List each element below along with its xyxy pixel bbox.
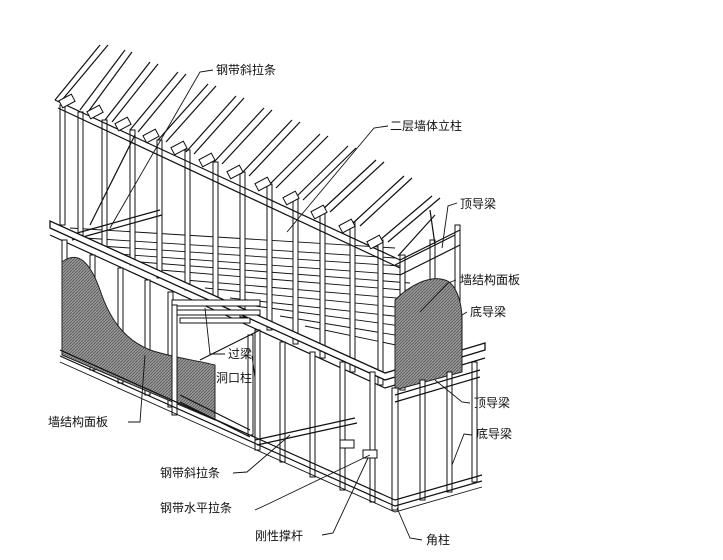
label-steel-strap-brace-bottom: 钢带斜拉条 — [160, 465, 220, 480]
label-rigid-blocking: 刚性撑杆 — [255, 528, 303, 543]
leader-opening-stud — [251, 355, 256, 379]
labels: 钢带斜拉条 二层墙体立柱 顶导梁 墙结构面板 底导梁 过梁 洞口柱 顶导梁 墙结… — [48, 62, 520, 547]
label-second-floor-stud: 二层墙体立柱 — [390, 118, 462, 133]
leader-header — [204, 307, 225, 355]
label-wall-sheathing-right: 墙结构面板 — [460, 272, 520, 287]
leader-bottom-track-lower — [451, 433, 473, 466]
label-bottom-track-lower: 底导梁 — [476, 426, 512, 441]
leader-lines — [109, 69, 473, 541]
leader-wall-sheathing-left — [128, 354, 146, 423]
label-top-track-upper: 顶导梁 — [460, 196, 496, 211]
label-header: 过梁 — [228, 346, 252, 361]
leader-top-track-lower — [434, 379, 471, 404]
leader-steel-strap-horizontal — [254, 454, 371, 511]
leader-wall-sheathing-right — [419, 279, 457, 313]
leader-second-floor-stud — [286, 125, 389, 233]
leader-corner-post — [396, 507, 423, 541]
leader-bottom-track-upper — [461, 311, 468, 350]
lower-left-sheathing — [61, 256, 216, 421]
bottom-track — [59, 349, 483, 513]
upper-steel-strap-brace — [69, 134, 163, 241]
window-opening — [171, 299, 261, 438]
second-floor-studs — [59, 104, 461, 391]
label-wall-sheathing-left: 墙结构面板 — [48, 414, 108, 429]
lower-steel-straps — [199, 329, 358, 446]
label-bottom-track-upper: 底导梁 — [470, 304, 506, 319]
leader-steel-strap-bottom — [232, 434, 291, 474]
leader-rigid-blocking — [321, 457, 369, 536]
first-floor-studs — [61, 239, 478, 511]
label-top-track-lower: 顶导梁 — [474, 395, 510, 410]
label-steel-strap-horizontal: 钢带水平拉条 — [160, 500, 232, 515]
label-corner-post: 角柱 — [426, 532, 450, 547]
roof-plates — [54, 93, 401, 269]
gable-end-frame — [394, 209, 461, 276]
leader-top-track-upper — [441, 202, 458, 249]
rigid-blocking-members — [339, 439, 378, 459]
label-opening-stud: 洞口柱 — [216, 370, 252, 385]
leader-steel-strap-top — [109, 69, 214, 229]
label-steel-strap-brace-top: 钢带斜拉条 — [216, 62, 276, 77]
